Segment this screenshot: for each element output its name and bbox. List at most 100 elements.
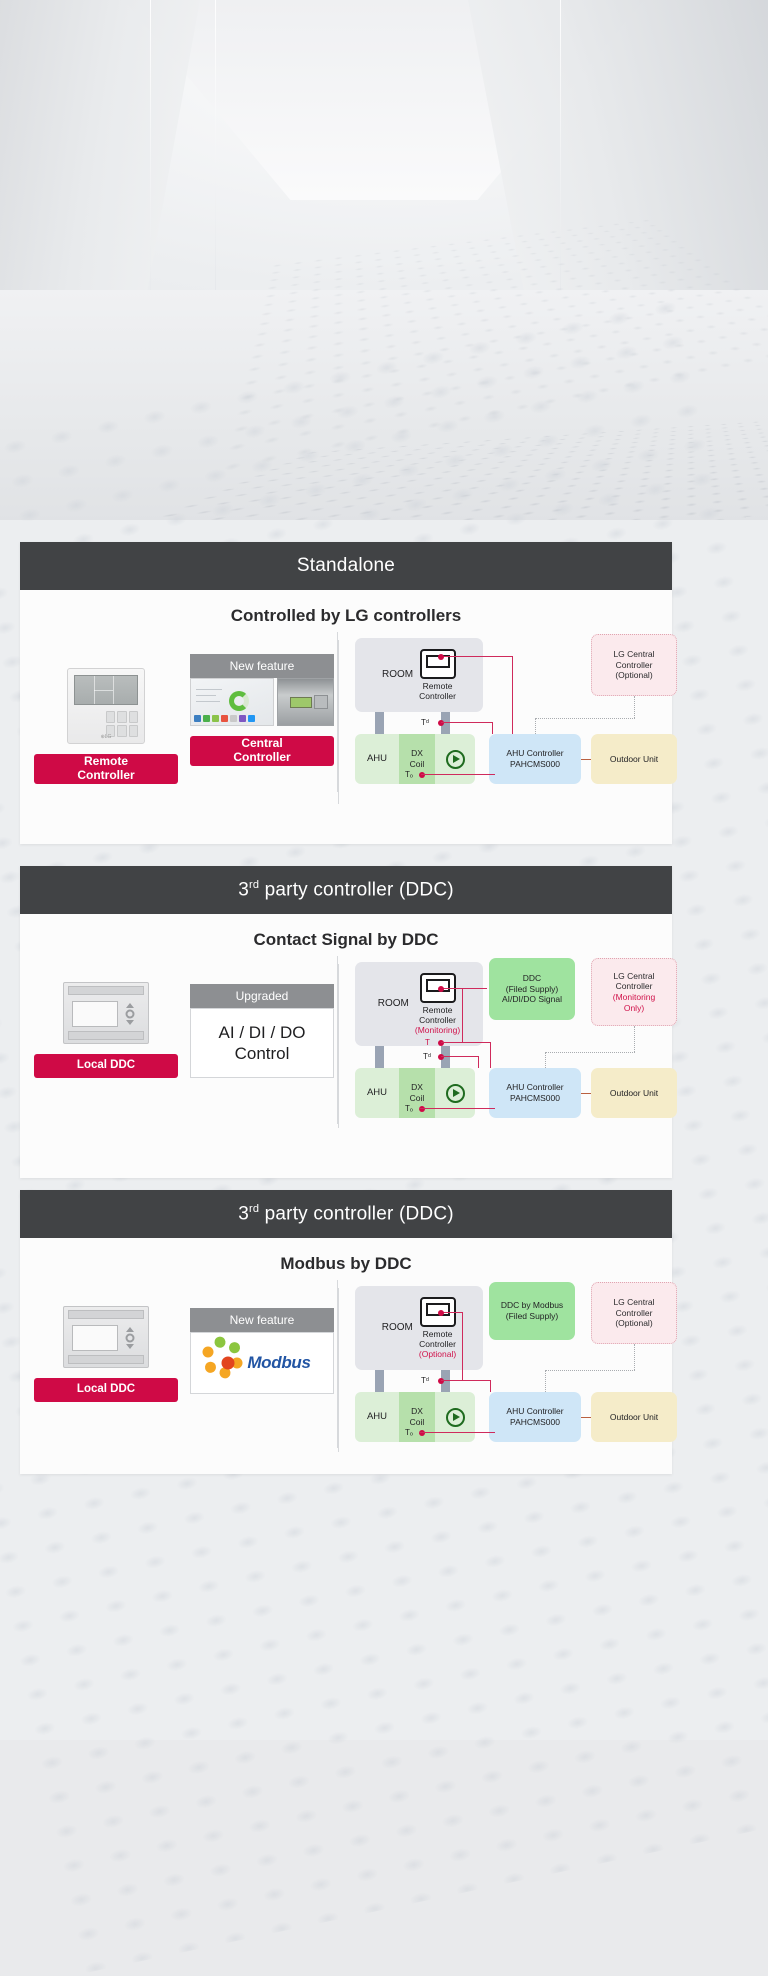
remote-sub: (Optional) <box>418 1349 457 1360</box>
lgc-label-1: LG Central <box>613 1297 655 1308</box>
chip-central-controller[interactable]: Central Controller <box>190 736 334 766</box>
lgc-label-2: Controller <box>615 1307 653 1318</box>
lg-wall-remote-controller-photo: ⊕LG <box>67 668 145 744</box>
node-dx-coil: DX Coil <box>399 1392 435 1442</box>
dx-label-2: Coil <box>409 1417 425 1427</box>
room-label: ROOM <box>377 997 409 1009</box>
product-remote-controller[interactable]: ⊕LG Remote Controller <box>34 636 178 822</box>
header-sup: rd <box>248 878 260 891</box>
node-fan-zone <box>435 1392 475 1442</box>
wire-dot-rc <box>438 1310 444 1316</box>
dx-label-2: Coil <box>409 759 425 769</box>
wire-dot-rc <box>438 986 444 992</box>
ddc-line-2: (Filed Supply) <box>505 1311 559 1321</box>
header-num: 3 <box>238 879 249 901</box>
label-td: Tᵈ <box>421 1376 429 1385</box>
donut-gauge-icon <box>228 690 249 711</box>
dash-lgc-left <box>545 1052 635 1053</box>
label-to: Tₒ <box>405 770 413 779</box>
badge-new-feature: New feature <box>190 654 334 678</box>
lgc-label-1: LG Central <box>613 970 655 981</box>
link-ahuc-outdoor <box>581 1093 591 1094</box>
badge-new-feature: New feature <box>190 1308 334 1332</box>
label-to: Tₒ <box>405 1104 413 1113</box>
hero-vline <box>215 0 216 330</box>
modbus-wordmark: Modbus <box>247 1353 311 1372</box>
ahuc-label-2: PAHCMS000 <box>510 1093 560 1103</box>
hero-vline <box>150 0 151 380</box>
node-ddc: DDC (Filed Supply) AI/DI/DO Signal <box>489 958 575 1020</box>
wire-to <box>419 1432 495 1434</box>
wire-rc-down <box>462 1312 464 1380</box>
panel-line-2: Control <box>234 1044 290 1063</box>
wire-t <box>441 1042 491 1044</box>
wire-rc-down <box>512 656 514 734</box>
wire-td-down <box>478 1056 480 1068</box>
label-td: Tᵈ <box>421 718 429 727</box>
remote-controller-icon <box>419 1296 456 1327</box>
chip-local-ddc[interactable]: Local DDC <box>34 1378 178 1402</box>
node-room: ROOM Remote Controller <box>355 638 483 712</box>
lgc-label-3: (Optional) <box>615 1318 653 1329</box>
node-lg-central-controller: LG Central Controller (Optional) <box>591 634 677 696</box>
chip-line-2: Controller <box>77 768 135 782</box>
pane-separator <box>337 1280 338 1448</box>
remote-label-1: Remote <box>422 1004 453 1015</box>
acp-device-photo <box>277 678 334 726</box>
node-room: ROOM Remote Controller (Monitoring) <box>355 962 483 1046</box>
chip-local-ddc[interactable]: Local DDC <box>34 1054 178 1078</box>
panel-line-1: AI / DI / DO <box>218 1022 306 1042</box>
left-pane: Local DDC New feature Modbus <box>34 1280 334 1470</box>
lgc-label-3: (Monitoring <box>612 992 656 1002</box>
chip-remote-controller[interactable]: Remote Controller <box>34 754 178 784</box>
wire-td-down <box>492 722 494 734</box>
fan-icon <box>445 1407 465 1427</box>
section-header-label: 3rd party controller (DDC) <box>238 1203 454 1225</box>
remote-label-2: Controller <box>419 1338 456 1349</box>
link-ahuc-outdoor <box>581 1417 591 1418</box>
modbus-star-icon <box>202 1334 243 1381</box>
pane-separator <box>337 956 338 1124</box>
outdoor-label: Outdoor Unit <box>609 1087 659 1098</box>
section-ddc-contact: 3rd party controller (DDC) Contact Signa… <box>20 866 677 1178</box>
node-dx-coil: DX Coil <box>399 1068 435 1118</box>
section-header: 3rd party controller (DDC) <box>20 1190 672 1238</box>
ddc-line-3: AI/DI/DO Signal <box>502 994 562 1005</box>
dash-to-ahuc <box>535 718 536 734</box>
lgc-label-2: Controller <box>615 659 653 670</box>
header-rest: party controller (DDC) <box>259 879 454 901</box>
ahuc-label-2: PAHCMS000 <box>510 759 560 769</box>
ddc-line-1: DDC <box>522 973 542 984</box>
divider <box>338 640 339 804</box>
remote-label-1: Remote <box>422 680 453 691</box>
wire-td <box>441 1380 491 1382</box>
badge-upgraded: Upgraded <box>190 984 334 1008</box>
product-ai-di-do[interactable]: Upgraded AI / DI / DO Control <box>190 960 334 1146</box>
dash-lgc-down <box>634 1344 635 1370</box>
remote-label-1: Remote <box>422 1328 453 1339</box>
node-fan-zone <box>435 734 475 784</box>
ahu-label: AHU <box>366 1087 388 1099</box>
ac-smart-screen-photo <box>190 678 274 726</box>
right-pane: ROOM Remote Controller (Optional) DDC by… <box>337 1280 677 1470</box>
product-modbus[interactable]: New feature Modbus <box>190 1284 334 1470</box>
product-local-ddc[interactable]: Local DDC <box>34 960 178 1146</box>
wire-to <box>419 1108 495 1110</box>
product-central-controller[interactable]: New feature <box>190 636 334 822</box>
dx-label-1: DX <box>411 1082 423 1093</box>
node-dx-coil: DX Coil <box>399 734 435 784</box>
product-local-ddc[interactable]: Local DDC <box>34 1284 178 1470</box>
label-to: Tₒ <box>405 1428 413 1437</box>
node-ddc-modbus: DDC by Modbus (Filed Supply) <box>489 1282 575 1340</box>
dx-label-1: DX <box>411 748 423 759</box>
system-diagram: ROOM Remote Controller AHU <box>337 632 677 822</box>
ahuc-label-2: PAHCMS000 <box>510 1417 560 1427</box>
lgc-label-1: LG Central <box>613 649 655 660</box>
section-header-label: 3rd party controller (DDC) <box>238 879 454 901</box>
node-ahu: AHU <box>355 1392 399 1442</box>
node-lg-central-controller: LG Central Controller (Optional) <box>591 1282 677 1344</box>
node-ahu: AHU <box>355 734 399 784</box>
ahuc-label-1: AHU Controller <box>506 1406 564 1417</box>
wire-dot-rc <box>438 654 444 660</box>
dx-label-1: DX <box>411 1406 423 1417</box>
